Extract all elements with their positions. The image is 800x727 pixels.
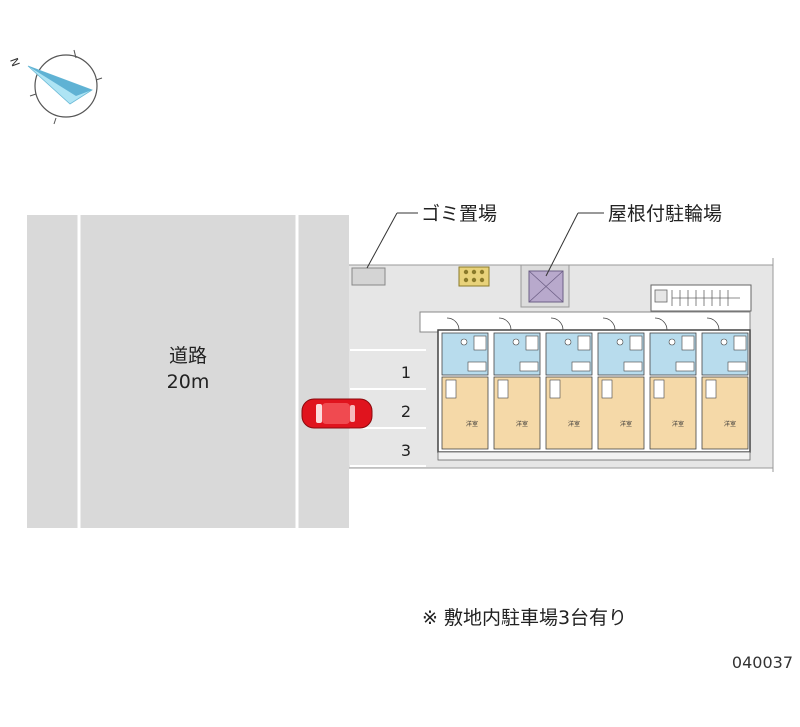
unit-1: 洋室 bbox=[441, 317, 489, 450]
unit-door-arc bbox=[498, 317, 512, 331]
unit-bath bbox=[629, 335, 643, 351]
unit-closet bbox=[653, 379, 665, 399]
storage-dot bbox=[463, 269, 469, 275]
compass-tick bbox=[95, 77, 103, 81]
unit-bath bbox=[577, 335, 591, 351]
bike-parking: 屋根付駐輪場 bbox=[520, 203, 722, 308]
western-room bbox=[649, 376, 697, 450]
unit-toilet bbox=[668, 338, 676, 346]
car-rear-window bbox=[350, 405, 355, 422]
parking-space-3: 3 bbox=[401, 441, 411, 460]
car-icon bbox=[301, 398, 373, 429]
walkway bbox=[419, 311, 751, 333]
unit-2: 洋室 bbox=[493, 317, 541, 450]
compass-ring bbox=[34, 54, 98, 118]
unit-kitchen bbox=[675, 361, 695, 372]
unit-door-arc bbox=[602, 317, 616, 331]
garbage-area: ゴミ置場 bbox=[351, 203, 497, 286]
car-windshield bbox=[316, 404, 322, 423]
property-code: 040037 bbox=[732, 653, 793, 672]
storage-dot bbox=[471, 269, 477, 275]
unit-kitchen bbox=[571, 361, 591, 372]
western-room-label: 洋室 bbox=[466, 420, 478, 428]
road: 道路 20m bbox=[27, 215, 349, 528]
storage-box bbox=[458, 266, 490, 287]
unit-toilet bbox=[720, 338, 728, 346]
western-room-label: 洋室 bbox=[568, 420, 580, 428]
western-room-label: 洋室 bbox=[672, 420, 684, 428]
unit-closet bbox=[497, 379, 509, 399]
unit-6: 洋室 bbox=[701, 317, 749, 450]
western-room-label: 洋室 bbox=[724, 420, 736, 428]
bike-leader-line bbox=[545, 212, 579, 277]
staircase bbox=[650, 284, 752, 312]
road-width: 20m bbox=[167, 371, 210, 393]
unit-bath bbox=[473, 335, 487, 351]
garbage-box bbox=[351, 267, 386, 286]
bike-roof-diagonal bbox=[528, 270, 564, 303]
unit-door-arc bbox=[706, 317, 720, 331]
western-room-label: 洋室 bbox=[620, 420, 632, 428]
parking-space-2: 2 bbox=[401, 402, 411, 421]
compass-tick bbox=[29, 93, 37, 97]
unit-kitchen bbox=[467, 361, 487, 372]
unit-4: 洋室 bbox=[597, 317, 645, 450]
unit-toilet bbox=[616, 338, 624, 346]
western-room-label: 洋室 bbox=[516, 420, 528, 428]
bike-parking-label: 屋根付駐輪場 bbox=[608, 203, 722, 225]
building: 洋室 洋室 洋室 bbox=[419, 311, 751, 461]
unit-3: 洋室 bbox=[545, 317, 593, 450]
unit-kitchen bbox=[727, 361, 747, 372]
unit-kitchen bbox=[623, 361, 643, 372]
unit-bath bbox=[681, 335, 695, 351]
unit-5: 洋室 bbox=[649, 317, 697, 450]
parking-space-1: 1 bbox=[401, 363, 411, 382]
unit-bath bbox=[733, 335, 747, 351]
balcony-strip bbox=[437, 451, 751, 461]
unit-toilet bbox=[512, 338, 520, 346]
unit-closet bbox=[445, 379, 457, 399]
unit-closet bbox=[705, 379, 717, 399]
road-name: 道路 bbox=[169, 345, 207, 367]
unit-toilet bbox=[564, 338, 572, 346]
storage-dot bbox=[463, 277, 469, 283]
unit-toilet bbox=[460, 338, 468, 346]
unit-door-arc bbox=[654, 317, 668, 331]
unit-closet bbox=[549, 379, 561, 399]
garbage-leader-line bbox=[366, 212, 398, 269]
car-roof bbox=[322, 403, 350, 424]
unit-closet bbox=[601, 379, 613, 399]
unit-door-arc bbox=[550, 317, 564, 331]
unit-bath bbox=[525, 335, 539, 351]
road-surface bbox=[27, 215, 349, 528]
compass-north-label: N bbox=[7, 56, 22, 68]
building-footprint bbox=[437, 329, 751, 453]
garbage-label: ゴミ置場 bbox=[421, 203, 497, 225]
unit-door-arc bbox=[446, 317, 460, 331]
compass-arrow-dark bbox=[28, 66, 92, 96]
storage-dot bbox=[479, 269, 485, 275]
parking-note: ※ 敷地内駐車場3台有り bbox=[422, 607, 627, 629]
compass-tick bbox=[73, 49, 77, 59]
compass-tick bbox=[53, 117, 57, 125]
unit-kitchen bbox=[519, 361, 539, 372]
compass: N bbox=[7, 49, 103, 125]
storage-dot bbox=[471, 277, 477, 283]
storage-dot bbox=[479, 277, 485, 283]
stair-landing bbox=[654, 289, 668, 303]
